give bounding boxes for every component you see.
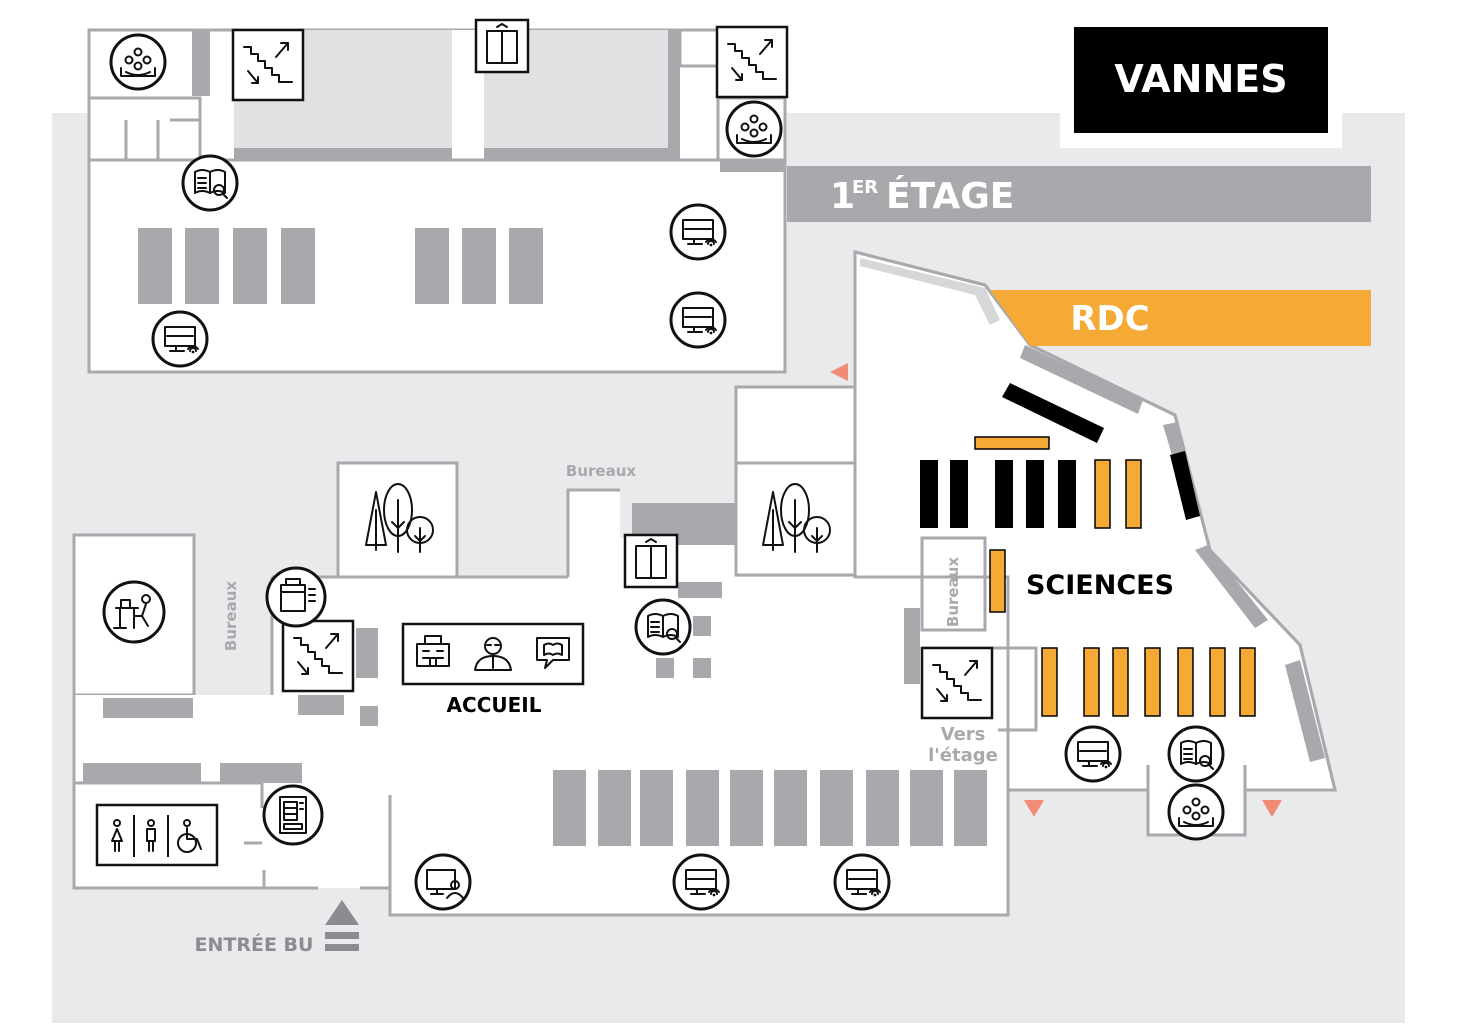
reception-building-icon [416, 635, 450, 667]
shelf [138, 228, 172, 304]
offices-label: Bureaux [944, 557, 962, 627]
entrance-arrow-icon [325, 900, 359, 951]
book-search-icon [634, 598, 692, 656]
offices-label: Bureaux [222, 581, 240, 651]
study-desk-icon [102, 580, 166, 644]
offices-label: Bureaux [566, 462, 636, 480]
accueil-label: ACCUEIL [447, 693, 542, 717]
computer-user-icon [414, 853, 472, 911]
level-label-ground: RDC [990, 290, 1371, 346]
shelf [233, 228, 267, 304]
book-search-icon [181, 154, 239, 212]
printer-copier-icon [265, 566, 327, 628]
entrance-label: ENTRÉE BU [195, 933, 314, 956]
wheelchair-icon [177, 819, 202, 853]
campus-title: VANNES [1074, 27, 1328, 133]
shelf [509, 228, 543, 304]
stairs-note-line1: Vers [941, 724, 986, 745]
computer-wifi-icon [669, 203, 727, 261]
svg-text:RDC: RDC [1070, 299, 1149, 339]
exit-arrow [830, 363, 848, 381]
group-work-icon [109, 33, 167, 91]
speech-book-icon [536, 637, 570, 669]
restroom-panel [95, 803, 219, 867]
reception-panel [401, 622, 585, 686]
elevator-icon [474, 18, 530, 74]
group-work-icon [1167, 783, 1225, 841]
stairs-icon [715, 25, 789, 99]
restroom-icon [111, 819, 123, 852]
level-label-upper: 1 ER ÉTAGE [787, 166, 1371, 222]
book-search-icon [1167, 725, 1225, 783]
shelf [281, 228, 315, 304]
stairs-icon [231, 28, 305, 102]
svg-text:ÉTAGE: ÉTAGE [886, 175, 1014, 217]
shelf [185, 228, 219, 304]
stairs-icon [281, 619, 355, 693]
exit-arrow [1262, 800, 1282, 817]
svg-text:ER: ER [852, 177, 878, 198]
shelf [462, 228, 496, 304]
computer-wifi-icon [151, 310, 209, 368]
upper-floor [87, 28, 787, 374]
sciences-label: SCIENCES [1026, 570, 1174, 601]
svg-text:1: 1 [830, 176, 855, 217]
restroom-icon [146, 819, 156, 852]
computer-wifi-icon [833, 853, 891, 911]
shelf [415, 228, 449, 304]
elevator-icon [623, 533, 679, 589]
person-icon [474, 637, 512, 671]
group-work-icon [725, 100, 783, 158]
stairs-note-line2: l'étage [928, 745, 998, 766]
vending-machine-icon [262, 784, 324, 846]
stairs-icon [920, 646, 994, 720]
svg-text:VANNES: VANNES [1114, 57, 1287, 101]
exit-arrow [1024, 800, 1044, 817]
computer-wifi-icon [669, 291, 727, 349]
computer-wifi-icon [1064, 725, 1122, 783]
computer-wifi-icon [672, 853, 730, 911]
